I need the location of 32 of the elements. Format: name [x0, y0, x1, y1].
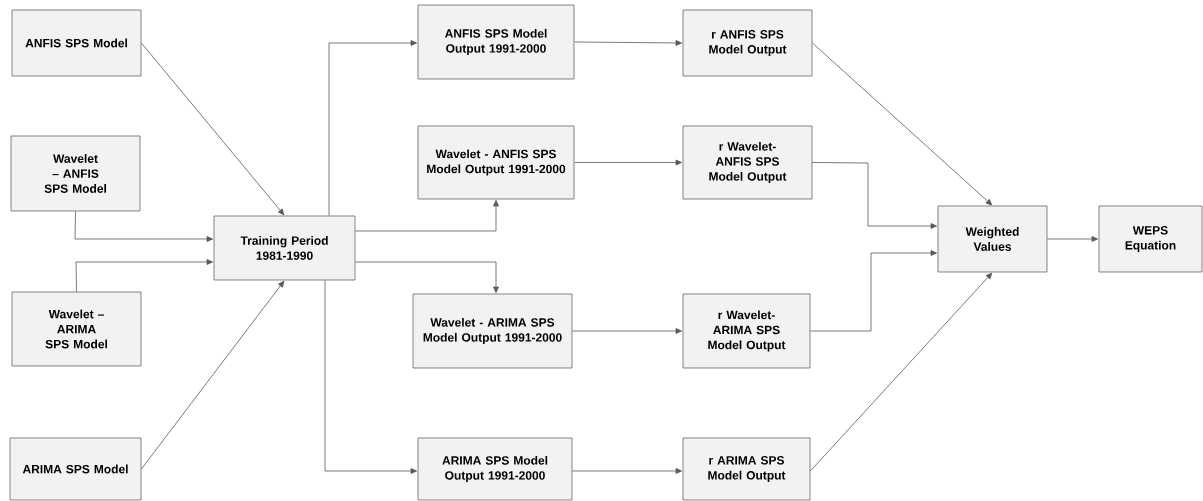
process-box: r Wavelet- ARIMA SPS Model Output — [682, 293, 811, 369]
arrow — [74, 211, 213, 242]
arrow — [810, 250, 937, 332]
process-box: ARIMA SPS Model — [9, 437, 142, 501]
arrow — [141, 280, 285, 470]
process-box: WEPS Equation — [1098, 205, 1203, 273]
arrow — [812, 162, 937, 229]
arrow — [572, 328, 682, 334]
arrow — [574, 159, 682, 166]
arrow — [141, 42, 285, 216]
process-box: ANFIS SPS Model — [11, 9, 142, 77]
arrow — [324, 280, 417, 474]
arrow — [355, 261, 499, 293]
process-box: r ANFIS SPS Model Output — [682, 9, 813, 77]
process-box: Wavelet - ARIMA SPS Model Output 1991-2000 — [412, 293, 573, 369]
process-box: r ARIMA SPS Model Output — [682, 437, 811, 501]
arrow — [812, 42, 993, 206]
arrow — [328, 40, 417, 216]
process-box: Wavelet - ANFIS SPS Model Output 1991-2000 — [417, 125, 575, 200]
arrow — [572, 468, 682, 474]
arrow — [810, 272, 993, 472]
process-box: Training Period 1981-1990 — [213, 215, 356, 281]
arrow — [355, 200, 499, 232]
process-box: r Wavelet- ANFIS SPS Model Output — [682, 125, 813, 200]
process-box: Weighted Values — [937, 205, 1048, 273]
process-box: ANFIS SPS Model Output 1991-2000 — [417, 4, 575, 80]
process-box: Wavelet – ANFIS SPS Model — [10, 135, 141, 212]
process-box: ARIMA SPS Model Output 1991-2000 — [417, 437, 573, 501]
arrow — [1047, 236, 1098, 242]
arrow — [75, 259, 213, 292]
process-box: Wavelet – ARIMA SPS Model — [11, 291, 142, 367]
arrow — [574, 40, 682, 46]
